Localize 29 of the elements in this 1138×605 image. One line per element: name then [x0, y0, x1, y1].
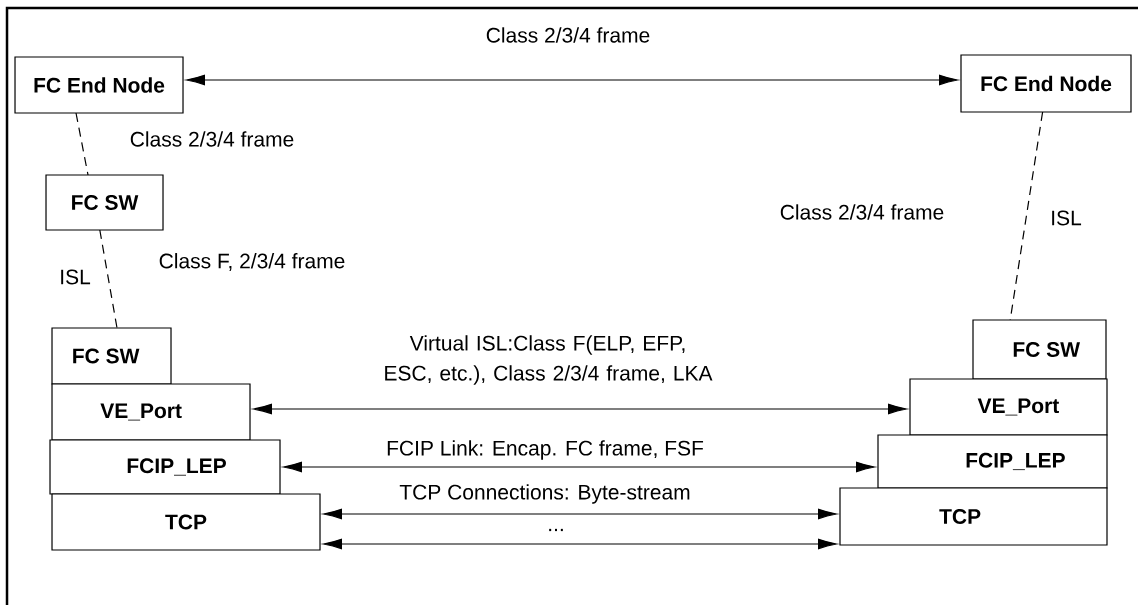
arrow [323, 538, 837, 550]
box: FC SW [972, 319, 1107, 380]
edge-label: TCP Connections: Byte-stream [399, 484, 690, 504]
edge-label: Class 2/3/4 frame [130, 131, 294, 147]
arrow [253, 403, 907, 415]
connector-line [99, 229, 118, 329]
box: FCIP_LEP [49, 439, 281, 495]
box: VE_Port [909, 378, 1108, 436]
box: FC End Node [14, 56, 184, 114]
edge-label: ... [549, 528, 563, 532]
arrow [283, 461, 875, 473]
connector-line [75, 112, 89, 176]
label: Class F, 2/3/4 frame [159, 253, 345, 271]
edge-label: ISL [61, 269, 91, 285]
arrow [323, 508, 837, 520]
edge-label: ISL [1052, 210, 1082, 226]
box: TCP [839, 487, 1108, 546]
box: TCP [51, 493, 321, 551]
box: FC SW [51, 327, 172, 385]
box: FCIP_LEP [877, 434, 1108, 489]
edge-label: Class 2/3/4 frame [486, 27, 650, 43]
label: Class 2/3/4 frame [780, 204, 944, 220]
arrow [186, 74, 958, 86]
box: VE_Port [51, 383, 251, 441]
connector-line [1009, 111, 1044, 321]
box: FC End Node [960, 54, 1132, 113]
edge-label: FCIP Link: Encap. FC frame, FSF [387, 440, 704, 460]
edge-label: Virtual ISL:Class F(ELP, EFP, ESC, etc.), Class 2/3/4 frame, LKA [385, 335, 713, 385]
box: FC SW [45, 174, 164, 231]
